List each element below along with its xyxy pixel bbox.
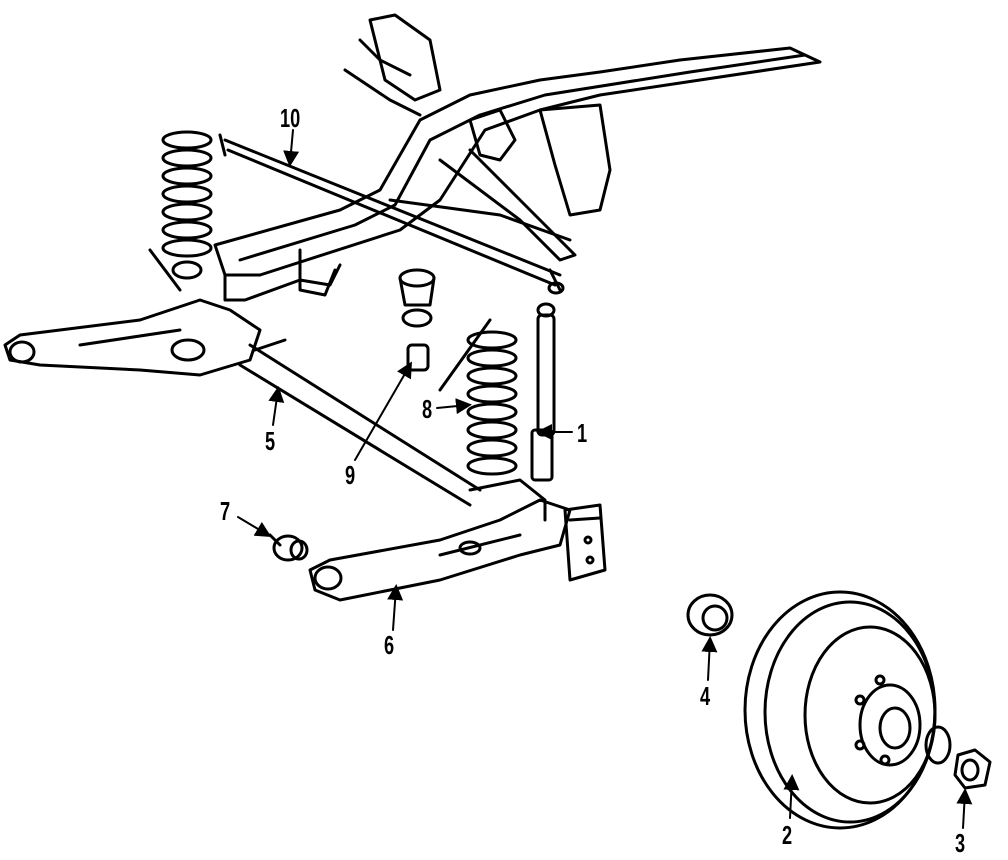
callout-2: 2: [782, 820, 793, 850]
right-trailing-arm: [308, 478, 572, 602]
callout-leaders: [237, 129, 973, 829]
callout-6: 6: [384, 630, 395, 660]
bushing: [268, 533, 309, 562]
callout-8: 8: [422, 394, 433, 424]
brake-drum: [743, 590, 952, 830]
bump-stop: [398, 268, 436, 372]
wheel-bearing: [686, 593, 734, 637]
callout-1: 1: [577, 418, 588, 448]
callout-4: 4: [700, 681, 711, 711]
sway-bar: [218, 133, 562, 292]
left-coil-spring: [148, 130, 213, 292]
left-trailing-arm: [3, 298, 262, 377]
callout-10: 10: [280, 103, 301, 133]
callout-3: 3: [955, 828, 966, 858]
hub-nut: [953, 748, 992, 790]
axle-bracket: [563, 503, 607, 582]
shock-absorber: [530, 281, 565, 482]
rear-axle-tube: [238, 338, 482, 507]
frame-rail-assembly: [213, 13, 822, 302]
callout-5: 5: [265, 426, 276, 456]
right-coil-spring: [438, 318, 518, 476]
callout-7: 7: [220, 496, 231, 526]
callout-9: 9: [345, 460, 356, 490]
